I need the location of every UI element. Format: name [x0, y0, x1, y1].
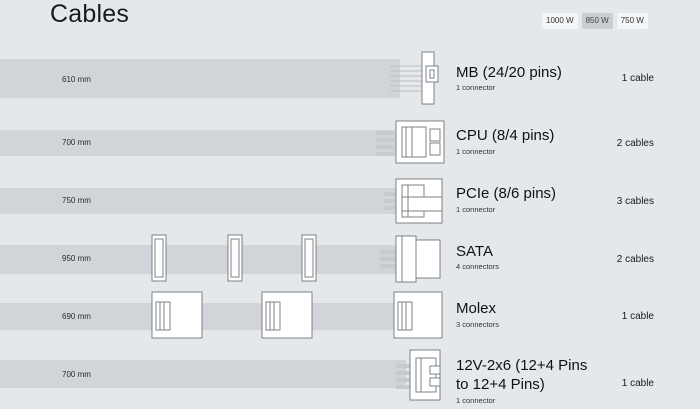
- cable-count: 2 cables: [616, 138, 654, 149]
- cable-name: Molex: [456, 300, 497, 317]
- cable-name-line-2: to 12+4 Pins): [456, 376, 545, 393]
- cable-name: CPU (8/4 pins): [456, 127, 555, 144]
- connector-count: 3 connectors: [456, 320, 499, 329]
- molex-connector-icon: [151, 291, 203, 339]
- cpu-8pin-connector-icon: [376, 120, 445, 164]
- sata-connector-icon: [227, 234, 243, 282]
- sata-end-connector-icon: [380, 235, 441, 283]
- cable-length: 700 mm: [62, 370, 91, 379]
- molex-connector-icon: [261, 291, 313, 339]
- cable-count: 2 cables: [616, 254, 654, 265]
- cable-length: 950 mm: [62, 254, 91, 263]
- cable-name-line-1: 12V-2x6 (12+4 Pins: [456, 357, 588, 374]
- page-title: Cables: [50, 0, 130, 28]
- cable-count: 1 cable: [621, 378, 654, 389]
- sata-connector-icon: [151, 234, 167, 282]
- connector-count: 1 connector: [456, 205, 496, 214]
- connector-count: 1 connector: [456, 147, 496, 156]
- connector-count: 1 connector: [456, 396, 496, 405]
- cable-length: 690 mm: [62, 312, 91, 321]
- wattage-selector: 1000 W 850 W 750 W: [542, 13, 648, 29]
- cable-name: PCIe (8/6 pins): [456, 185, 557, 202]
- cable-length: 610 mm: [62, 75, 91, 84]
- wattage-option-1000[interactable]: 1000 W: [542, 13, 578, 29]
- connector-count: 1 connector: [456, 83, 496, 92]
- pcie-8pin-connector-icon: [384, 178, 443, 224]
- cable-count: 1 cable: [621, 311, 654, 322]
- cable-length: 700 mm: [62, 138, 91, 147]
- cable-name: MB (24/20 pins): [456, 64, 562, 81]
- cable-count: 3 cables: [616, 196, 654, 207]
- cable-graphic: [0, 130, 396, 156]
- wattage-option-850[interactable]: 850 W: [581, 13, 613, 29]
- cable-graphic: [0, 188, 396, 214]
- cable-graphic: [0, 360, 406, 388]
- 12v-2x6-connector-icon: [396, 349, 441, 401]
- cable-count: 1 cable: [621, 73, 654, 84]
- cable-graphic: [0, 245, 400, 274]
- cable-name: SATA: [456, 243, 493, 260]
- wattage-option-750[interactable]: 750 W: [616, 13, 648, 29]
- sata-connector-icon: [301, 234, 317, 282]
- cable-length: 750 mm: [62, 196, 91, 205]
- atx-24pin-connector-icon: [390, 51, 439, 105]
- cable-graphic: [0, 59, 400, 98]
- molex-end-connector-icon: [393, 291, 443, 339]
- connector-count: 4 connectors: [456, 262, 499, 271]
